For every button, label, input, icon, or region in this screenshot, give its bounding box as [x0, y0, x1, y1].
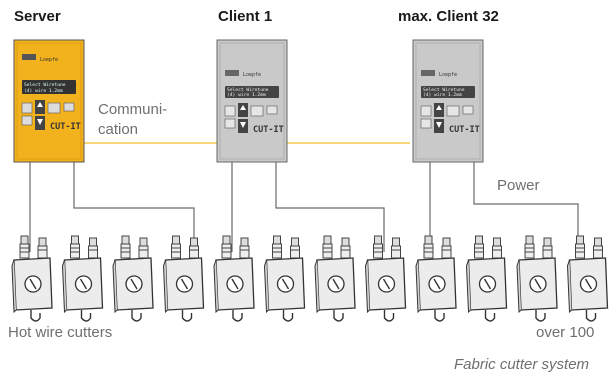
- hot-wire-cutter: [364, 235, 407, 322]
- svg-text:CUT-IT: CUT-IT: [449, 125, 480, 135]
- hot-wire-cutters-label: Hot wire cutters: [8, 324, 113, 341]
- client32-wire-right: [473, 162, 579, 252]
- server-title: Server: [14, 8, 61, 25]
- svg-text:Loepfe: Loepfe: [243, 72, 261, 78]
- communication-label: Communi- cation: [98, 101, 168, 138]
- power-label: Power: [497, 177, 540, 194]
- svg-text:Loepfe: Loepfe: [439, 72, 457, 78]
- hot-wire-cutter: [314, 235, 356, 322]
- svg-text:Select Wiretune: Select Wiretune: [423, 87, 465, 93]
- svg-text:(4) wire 1.2mm: (4) wire 1.2mm: [24, 88, 63, 94]
- client1-device: Loepfe Select Wiretune (4) wire 1.2mm CU…: [216, 39, 288, 163]
- over-100-label: over 100: [536, 324, 595, 341]
- brand-label: Loepfe: [40, 57, 58, 63]
- svg-text:CUT-IT: CUT-IT: [253, 125, 284, 135]
- hot-wire-cutter-row: [11, 235, 609, 322]
- hot-wire-cutter: [465, 235, 508, 322]
- hot-wire-cutter: [213, 235, 255, 322]
- client32-device: Loepfe Select Wiretune (4) wire 1.2mm CU…: [412, 39, 484, 163]
- svg-text:Select Wiretune: Select Wiretune: [24, 82, 66, 88]
- hot-wire-cutter: [11, 235, 53, 322]
- diagram-caption: Fabric cutter system: [454, 356, 590, 373]
- hot-wire-cutter: [61, 235, 104, 322]
- client32-title: max. Client 32: [398, 8, 499, 25]
- hot-wire-cutter: [112, 235, 154, 322]
- hot-wire-cutter: [566, 235, 609, 322]
- svg-text:CUT-IT: CUT-IT: [50, 122, 81, 132]
- server-device: Loepfe Select Wiretune (4) wire 1.2mm CU…: [13, 39, 85, 163]
- svg-text:(4) wire 1.2mm: (4) wire 1.2mm: [423, 92, 462, 98]
- hot-wire-cutter: [263, 235, 306, 322]
- client1-title: Client 1: [218, 8, 273, 25]
- hot-wire-cutter: [415, 235, 457, 322]
- hot-wire-cutter: [162, 235, 205, 322]
- client1-wire-right: [275, 162, 385, 252]
- svg-text:Select Wiretune: Select Wiretune: [227, 87, 269, 93]
- svg-text:(4) wire 1.2mm: (4) wire 1.2mm: [227, 92, 266, 98]
- hot-wire-cutter: [516, 235, 558, 322]
- server-wire-right: [73, 162, 195, 252]
